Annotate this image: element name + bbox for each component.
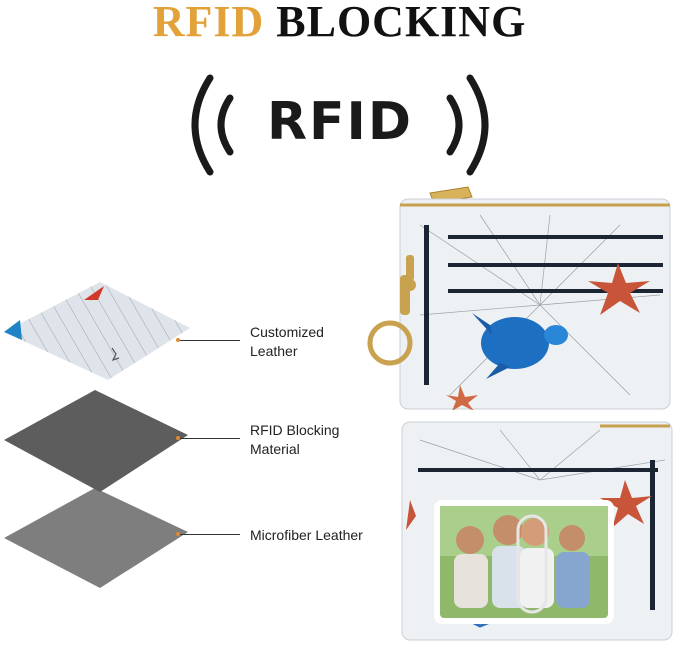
leader-line-2: [180, 438, 240, 439]
layer-label-line1: RFID Blocking: [250, 422, 340, 438]
layer-label-line1: Customized: [250, 324, 324, 340]
layer-label-customized: Customized Leather: [250, 323, 324, 361]
wallet-front-image: [367, 186, 671, 410]
signal-waves-left-icon: [191, 74, 234, 176]
layer-label-line2: Material: [250, 441, 300, 457]
title-rfid: RFID: [152, 0, 265, 46]
layer-label-microfiber: Microfiber Leather: [250, 526, 363, 545]
leader-line-1: [180, 340, 240, 341]
layer-label-line2: Leather: [250, 343, 298, 359]
leader-dot-1: [176, 338, 180, 342]
leader-dot-3: [176, 532, 180, 536]
customized-leather-layer: [4, 282, 190, 380]
page-title: RFID BLOCKING: [0, 0, 679, 44]
layer-label-rfid: RFID Blocking Material: [250, 421, 339, 459]
leader-line-3: [180, 534, 240, 535]
rfid-blocking-layer: [4, 390, 188, 492]
rfid-badge-text: RFID: [266, 92, 414, 152]
leader-dot-2: [176, 436, 180, 440]
layer-stack-diagram: [4, 282, 190, 588]
title-blocking: BLOCKING: [276, 0, 527, 46]
signal-waves-right-icon: [446, 74, 489, 176]
layer-label-line1: Microfiber Leather: [250, 527, 363, 543]
wallet-back-image: [401, 421, 673, 641]
microfiber-layer: [4, 488, 188, 588]
